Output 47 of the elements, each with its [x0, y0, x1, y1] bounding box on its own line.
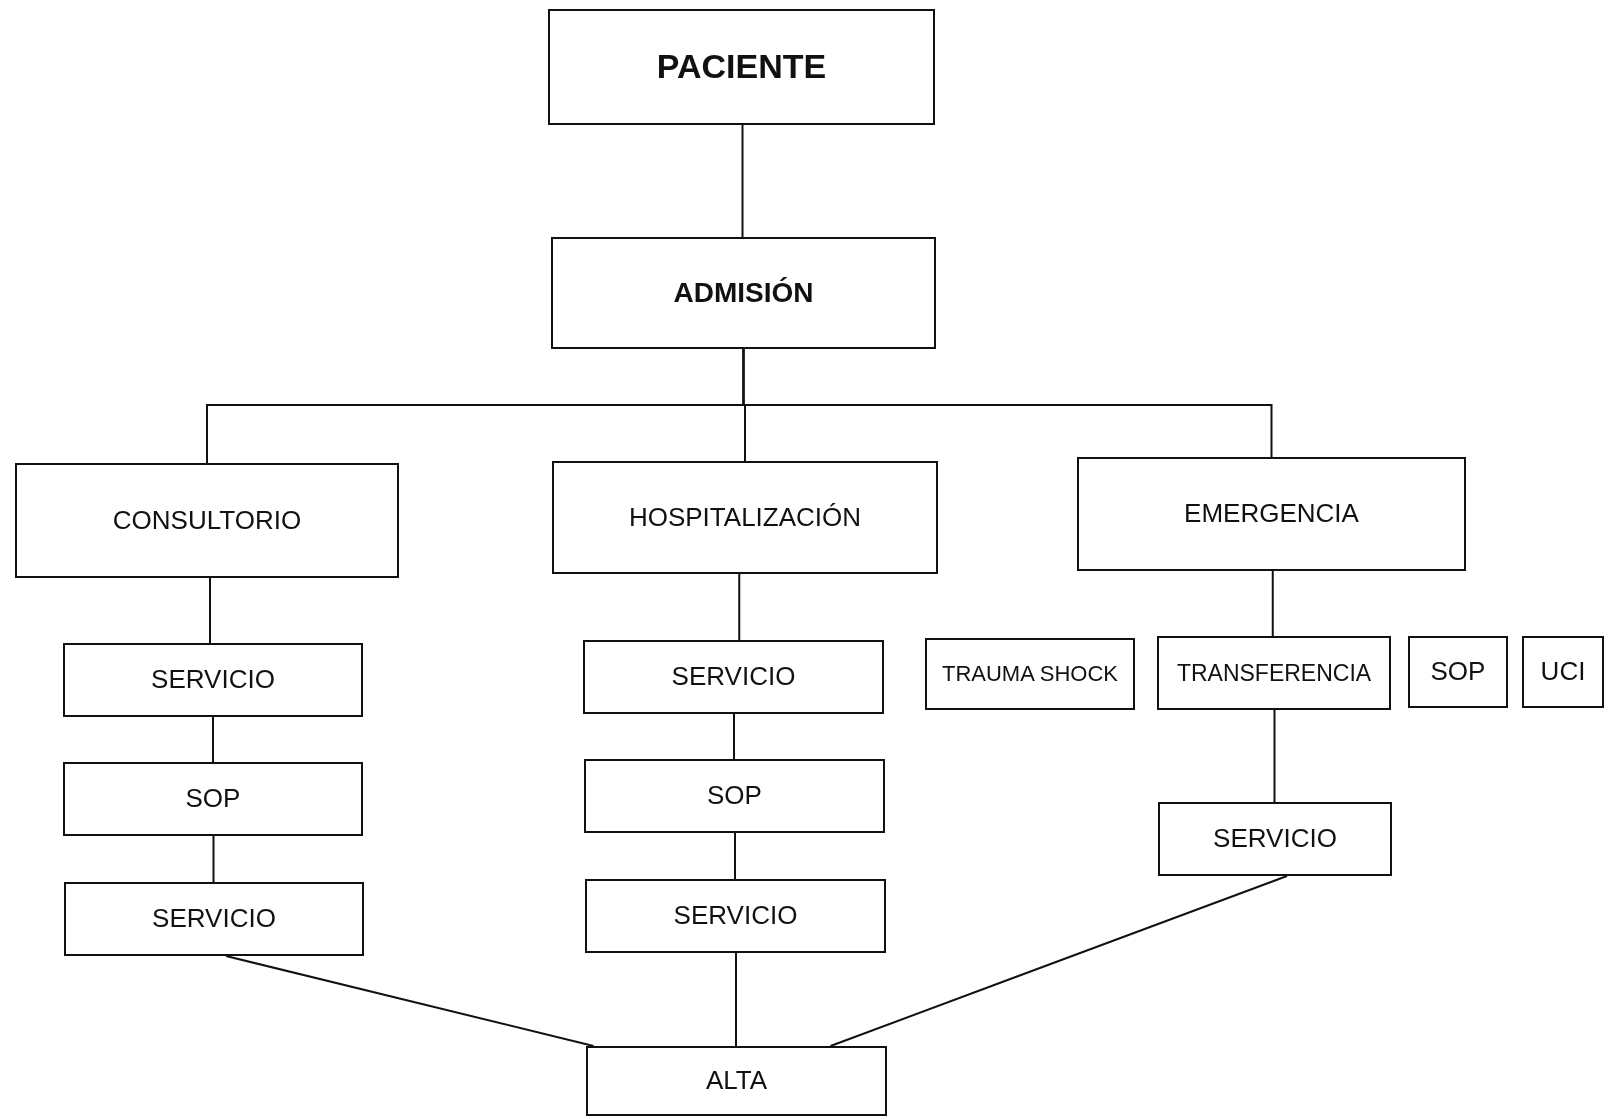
- process-box: [1157, 636, 1391, 710]
- connector-line: [225, 955, 595, 1047]
- connector-line: [738, 573, 741, 641]
- process-box: [63, 643, 363, 717]
- process-box: [552, 461, 938, 574]
- process-box: [1158, 802, 1392, 876]
- process-box: [583, 640, 884, 714]
- process-box: [551, 237, 936, 349]
- process-box: [1077, 457, 1466, 571]
- process-box: [585, 879, 886, 953]
- process-box: [1408, 636, 1508, 708]
- connector-line: [735, 952, 737, 1047]
- connector-line: [742, 348, 1273, 458]
- process-box: [15, 463, 399, 578]
- box-label: ADMISIÓN: [673, 276, 814, 310]
- connector-line: [734, 832, 736, 880]
- connector-line: [212, 835, 215, 883]
- box-label: SERVICIO: [152, 904, 276, 934]
- box-label: ALTA: [705, 1066, 768, 1096]
- box-label: SERVICIO: [673, 901, 798, 931]
- connector-line: [829, 875, 1288, 1047]
- process-box: [64, 882, 364, 956]
- connector-line: [733, 713, 735, 760]
- connector-line: [1271, 570, 1274, 637]
- box-label: UCI: [1540, 657, 1586, 687]
- box-label: SERVICIO: [1213, 824, 1337, 854]
- box-label: TRANSFERENCIA: [1176, 659, 1372, 687]
- connector-line: [1273, 709, 1276, 803]
- box-label: EMERGENCIA: [1184, 499, 1359, 529]
- box-label: TRAUMA SHOCK: [942, 661, 1118, 687]
- box-label: SERVICIO: [151, 665, 275, 695]
- box-label: CONSULTORIO: [112, 505, 302, 536]
- box-label: SERVICIO: [671, 662, 796, 692]
- connector-line: [212, 716, 214, 763]
- box-label: SOP: [1430, 657, 1486, 687]
- connector-line: [209, 577, 211, 644]
- process-box: [925, 638, 1135, 710]
- box-label: PACIENTE: [656, 47, 827, 87]
- process-box: [548, 9, 935, 125]
- process-box: [586, 1046, 887, 1116]
- box-label: SOP: [707, 781, 762, 811]
- box-label: SOP: [185, 784, 241, 814]
- box-label: HOSPITALIZACIÓN: [628, 502, 862, 533]
- process-box: [584, 759, 885, 833]
- process-box: [1522, 636, 1604, 708]
- connector-line: [741, 124, 744, 238]
- process-box: [63, 762, 363, 836]
